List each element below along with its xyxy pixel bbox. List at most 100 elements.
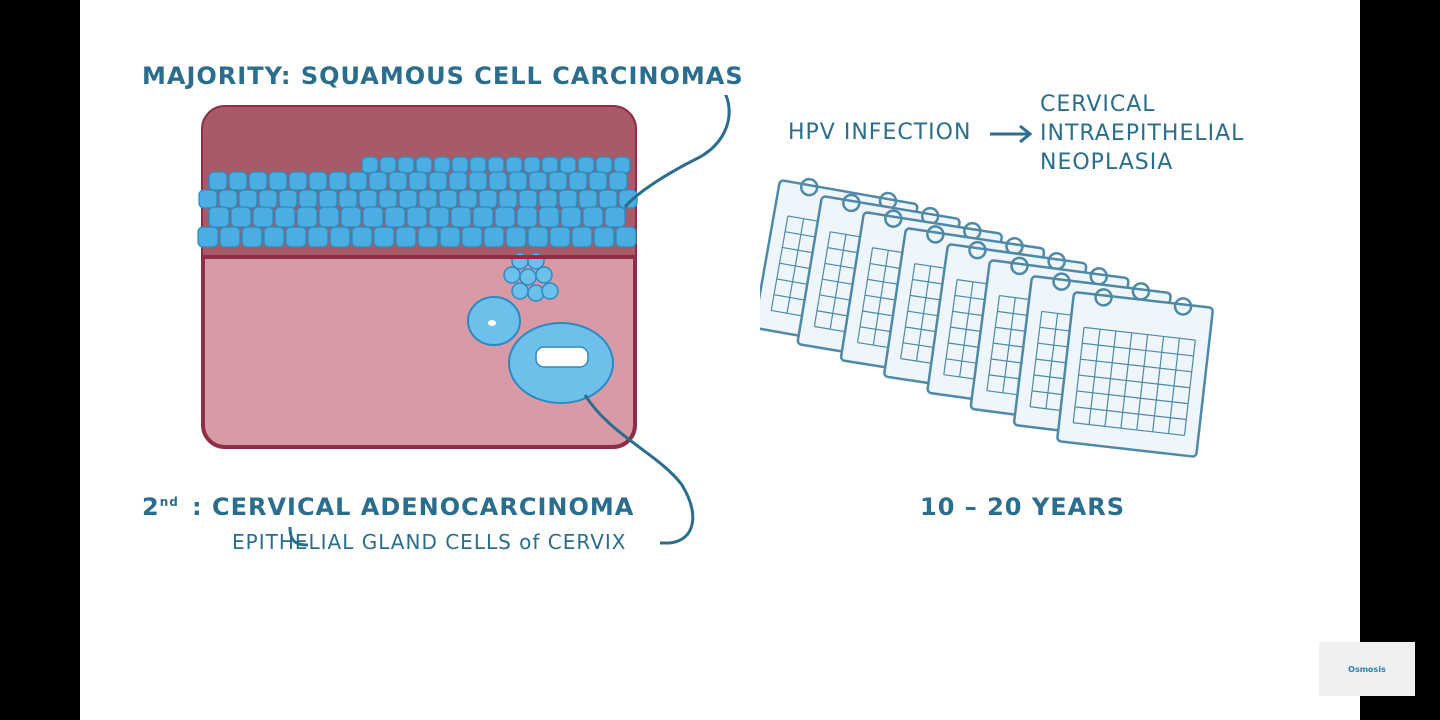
epithelial-cell	[263, 226, 285, 248]
majority-label: MAJORITY: SQUAMOUS CELL CARCINOMAS	[142, 62, 744, 90]
cin-line-1: CERVICAL	[1040, 92, 1156, 117]
epithelial-cell	[384, 206, 406, 228]
epithelial-cell	[362, 206, 384, 228]
epithelial-cell	[615, 226, 637, 248]
epithelial-cell	[528, 171, 548, 191]
epithelial-cell	[549, 226, 571, 248]
epithelial-cell	[417, 226, 439, 248]
epithelial-cell	[398, 189, 418, 209]
epithelial-cell	[248, 171, 268, 191]
epithelial-cell	[488, 171, 508, 191]
epithelial-cell	[418, 189, 438, 209]
epithelial-cell	[487, 156, 505, 174]
epithelial-cell	[494, 206, 516, 228]
epithelial-cell	[197, 226, 219, 248]
epithelial-cell	[268, 171, 288, 191]
epithelial-cell	[568, 171, 588, 191]
calendar-icon	[1056, 288, 1214, 458]
epithelial-cell	[582, 206, 604, 228]
hpv-infection-label: HPV INFECTION	[788, 120, 972, 145]
leader-line-gland	[583, 394, 695, 545]
epithelial-cell	[307, 226, 329, 248]
logo-text: Osmosis	[1348, 664, 1386, 674]
epithelial-cell	[438, 189, 458, 209]
epithelial-cell	[228, 171, 248, 191]
leader-line-squamous	[623, 95, 731, 208]
epithelial-cell	[469, 156, 487, 174]
epithelial-cell	[548, 171, 568, 191]
epithelial-cell	[608, 171, 628, 191]
epithelial-cell	[395, 226, 417, 248]
epithelial-cell	[593, 226, 615, 248]
epithelial-cell	[558, 189, 578, 209]
epithelial-cell	[478, 189, 498, 209]
epithelial-cell	[523, 156, 541, 174]
epithelial-cell	[318, 189, 338, 209]
epithelial-cell	[219, 226, 241, 248]
invading-cell	[535, 266, 553, 284]
epithelial-cell	[258, 189, 278, 209]
epithelial-cell	[296, 206, 318, 228]
epithelial-cell	[218, 189, 238, 209]
epithelial-cell	[458, 189, 478, 209]
epithelial-cell	[328, 171, 348, 191]
epithelial-cell	[198, 189, 218, 209]
slide: MAJORITY: SQUAMOUS CELL CARCINOMAS 2nd :…	[80, 0, 1360, 720]
epithelial-cell	[538, 189, 558, 209]
epithelial-cell	[397, 156, 415, 174]
gland-cells-label: EPITHELIAL GLAND CELLS of CERVIX	[232, 530, 627, 554]
epithelial-cell	[578, 189, 598, 209]
second-label-title: : CERVICAL ADENOCARCINOMA	[192, 493, 635, 521]
years-label: 10 – 20 YEARS	[920, 493, 1125, 521]
epithelial-cell	[613, 156, 631, 174]
epithelial-cell	[498, 189, 518, 209]
osmosis-logo: Osmosis	[1319, 642, 1415, 696]
epithelial-cell	[595, 156, 613, 174]
epithelial-cell	[433, 156, 451, 174]
epithelial-cell	[588, 171, 608, 191]
epithelial-cell	[288, 171, 308, 191]
epithelial-cell	[208, 171, 228, 191]
epithelial-cell	[285, 226, 307, 248]
epithelial-cell	[329, 226, 351, 248]
epithelial-cell	[505, 156, 523, 174]
cin-line-3: NEOPLASIA	[1040, 150, 1174, 175]
tissue-illustration	[197, 95, 731, 547]
epithelial-cell	[379, 156, 397, 174]
epithelial-cell	[241, 226, 263, 248]
cin-label: CERVICAL INTRAEPITHELIAL NEOPLASIA	[1040, 90, 1244, 177]
epithelial-cell	[208, 206, 230, 228]
arrow-right-icon	[990, 124, 1033, 144]
epithelial-cell	[338, 189, 358, 209]
epithelial-cell	[598, 189, 618, 209]
epithelial-cell	[518, 189, 538, 209]
epithelial-cell	[428, 206, 450, 228]
epithelial-cell	[516, 206, 538, 228]
epithelial-cell	[439, 226, 461, 248]
sub-bracket	[288, 526, 309, 547]
epithelial-cell	[472, 206, 494, 228]
epithelial-cell	[618, 189, 638, 209]
epithelial-cell	[560, 206, 582, 228]
epithelial-cell	[461, 226, 483, 248]
epithelial-cell	[230, 206, 252, 228]
epithelial-cell	[298, 189, 318, 209]
invading-cell	[511, 282, 529, 300]
epithelial-cell	[577, 156, 595, 174]
epithelial-cell	[408, 171, 428, 191]
epithelial-cell	[604, 206, 626, 228]
epithelial-cell	[451, 156, 469, 174]
epithelial-cell	[428, 171, 448, 191]
epithelial-cell	[571, 226, 593, 248]
epithelial-cell	[483, 226, 505, 248]
epithelial-cell	[252, 206, 274, 228]
cin-line-2: INTRAEPITHELIAL	[1040, 121, 1245, 146]
epithelial-cell	[274, 206, 296, 228]
epithelial-cell	[448, 171, 468, 191]
epithelial-cell	[450, 206, 472, 228]
epithelial-cell	[378, 189, 398, 209]
gland-small	[467, 296, 521, 346]
gland-large	[508, 322, 614, 404]
epithelial-cell	[415, 156, 433, 174]
epithelial-cell	[406, 206, 428, 228]
